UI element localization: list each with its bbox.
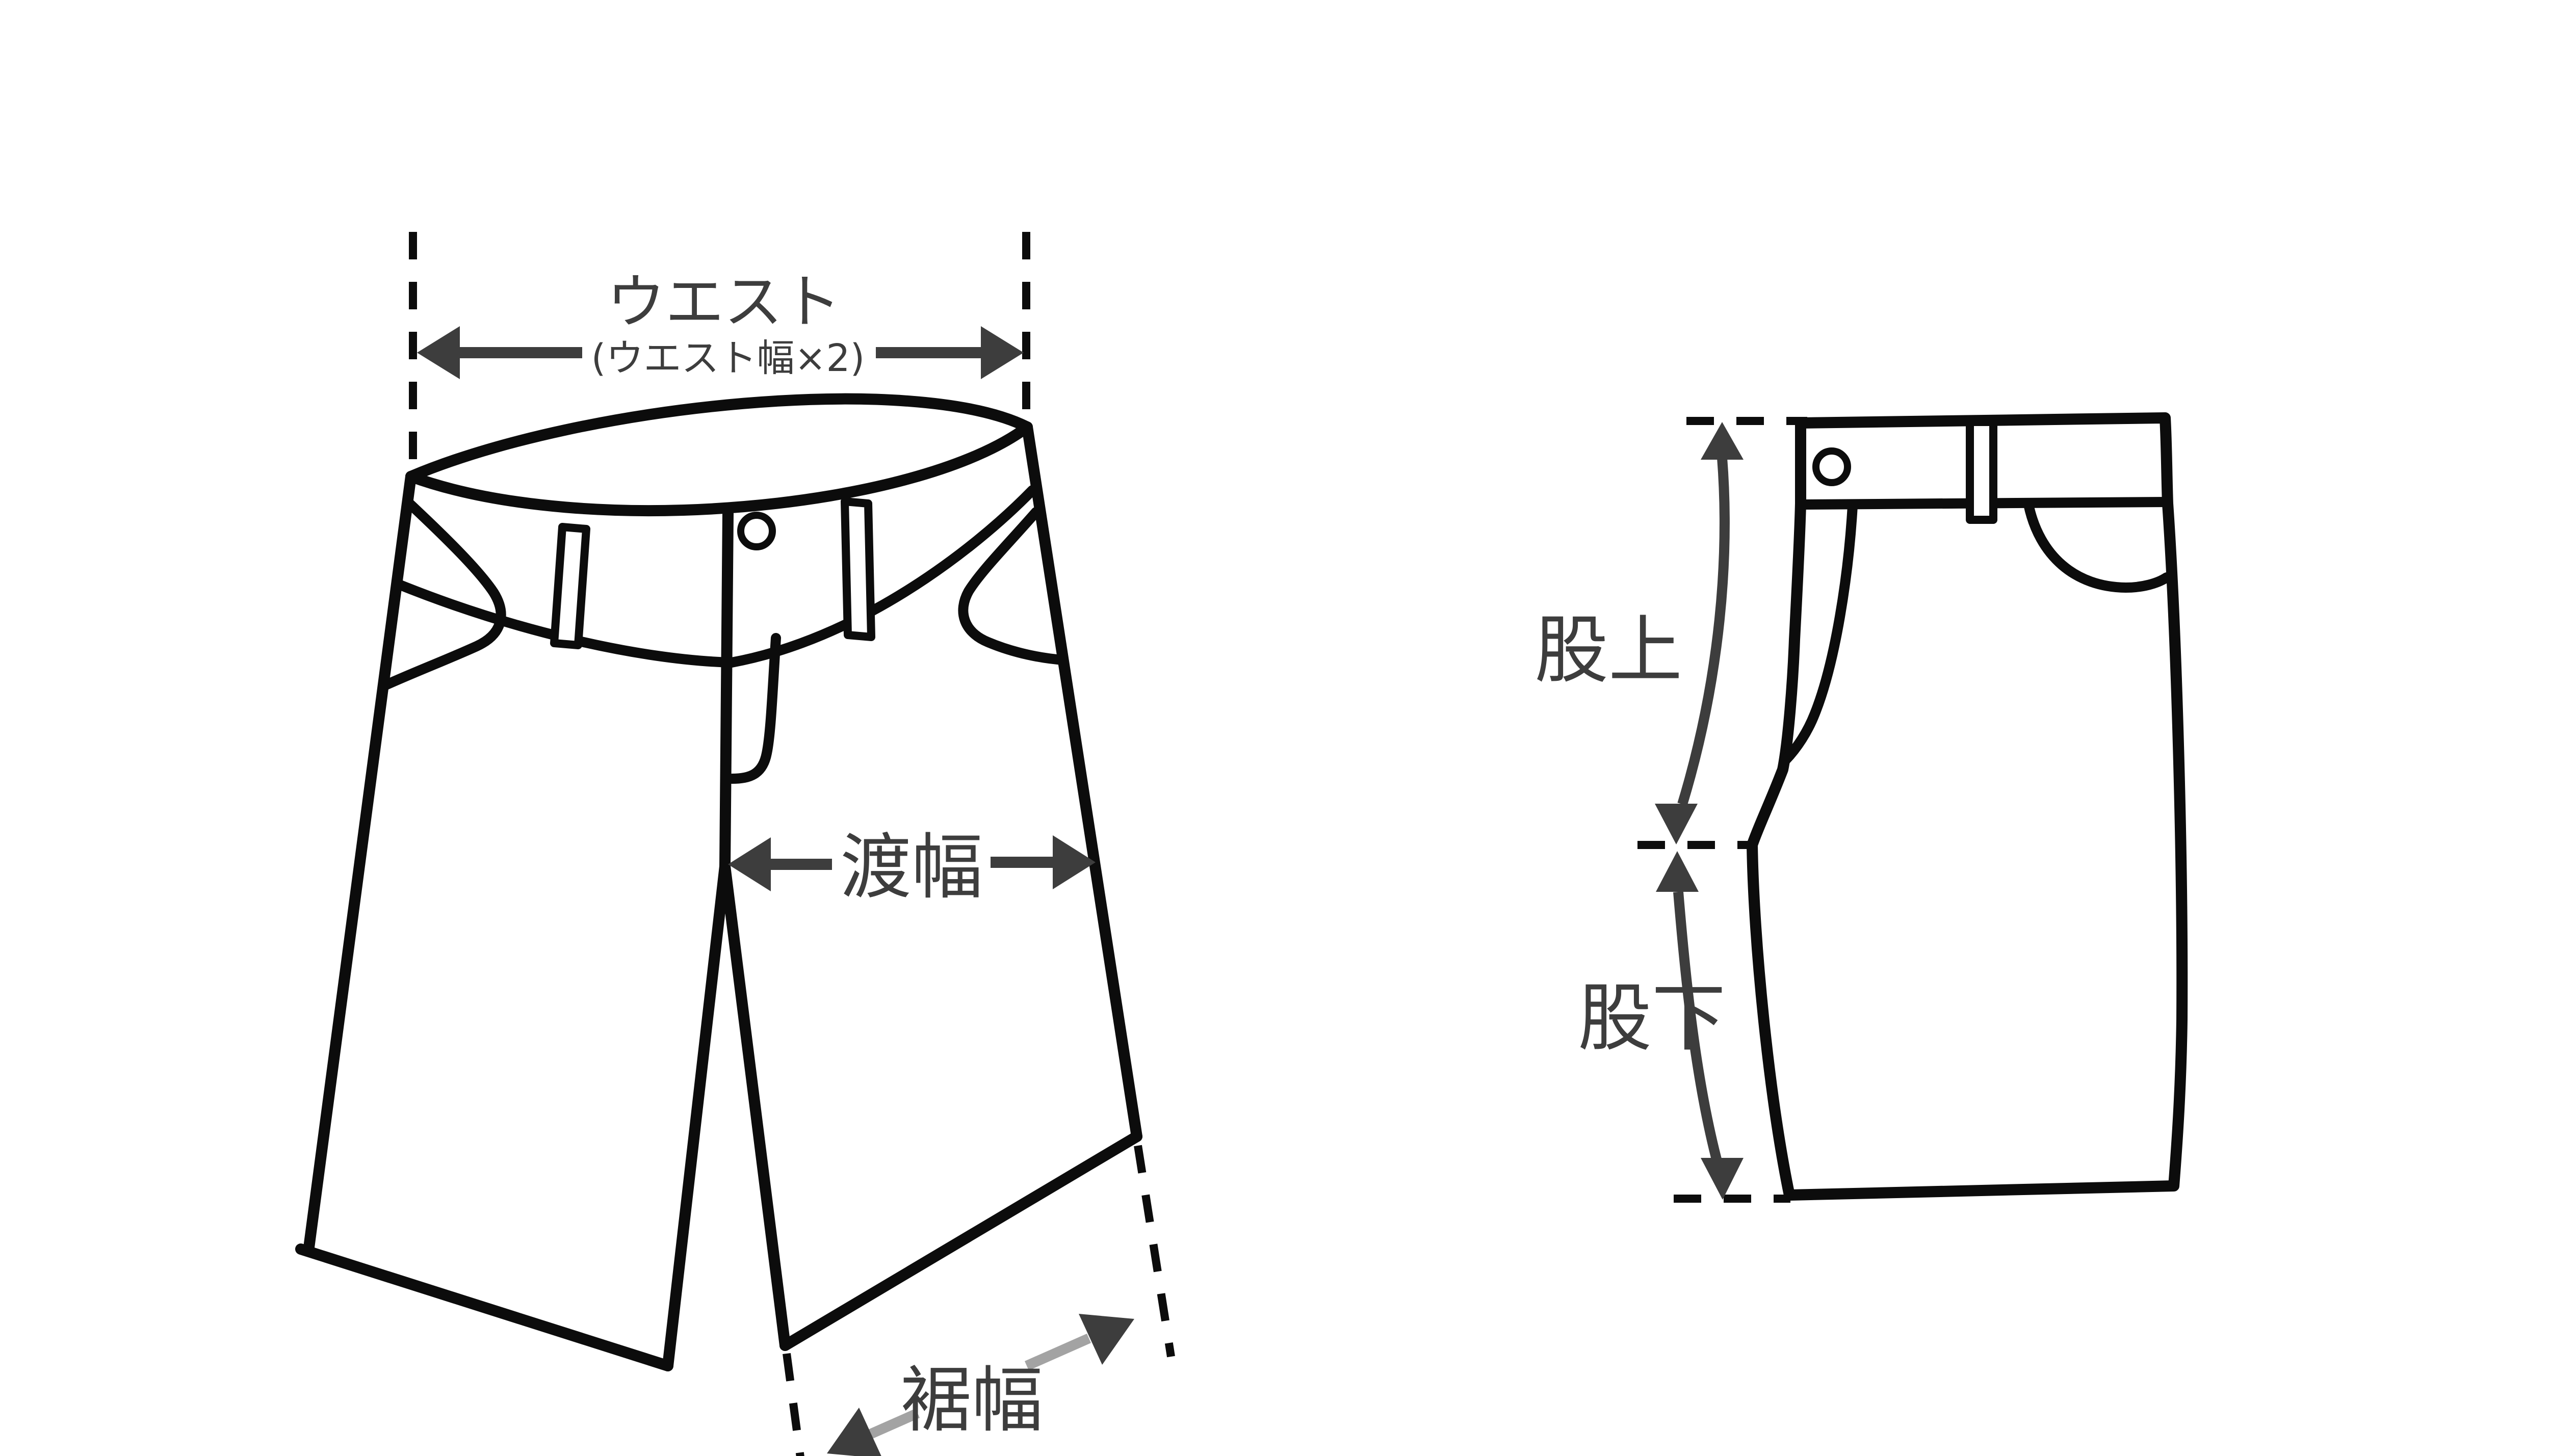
thigh-arrow-right-shaft [991,857,1053,868]
left-leg-inseam [662,861,731,1371]
thigh-arrow-left-head [728,837,771,891]
left-side-seam [303,471,417,1257]
hem-guide-dashed-outer [1134,1145,1175,1358]
hem-width-label: 裾幅 [900,1359,1043,1442]
waist-arrow-left-shaft [458,347,582,358]
center-front-seam [719,508,734,872]
right-front-pocket [958,507,1069,665]
fly-stitch [727,633,781,784]
right-leg-inseam [719,861,791,1351]
waist-button [737,512,776,550]
thigh-width-annotation: 渡幅 [728,826,1096,909]
side-view-shorts: 股上 股下 [1534,412,2188,1203]
waist-opening-top-arc [405,393,1033,482]
hem-width-annotation: 裾幅 [827,1314,1134,1456]
side-back-pocket-curve [2023,499,2172,593]
waist-label: ウエスト [607,268,841,336]
right-leg-hem [779,1131,1142,1351]
rise-label: 股上 [1534,607,1682,694]
waistband-seam [392,485,1037,668]
belt-loop-right [841,497,875,641]
thigh-arrow-left-shaft [769,859,832,870]
hem-arrow-right-head [1079,1314,1134,1365]
rise-annotation: 股上 [1534,422,1744,844]
rise-arrow-shaft [1677,457,1730,806]
waist-measure-annotation: ウエスト (ウエスト幅×2) [417,268,1024,380]
side-waist-button [1812,447,1851,486]
side-body-outline [1747,412,2188,1201]
hem-arrow-left-head [827,1408,881,1456]
hem-guide-dashed-inner [783,1353,804,1456]
waist-arrow-right-head [981,326,1024,379]
side-belt-loop [1966,418,1997,524]
inseam-arrow-bottom-head [1701,1158,1744,1200]
thigh-width-label: 渡幅 [840,826,983,909]
thigh-arrow-right-head [1053,835,1096,889]
belt-loop-left [550,523,590,649]
inseam-label: 股下 [1578,975,1726,1062]
inseam-arrow-top-head [1656,851,1699,892]
side-front-pocket [1780,500,1858,765]
front-view-shorts: ウエスト (ウエスト幅×2) 渡幅 裾幅 [295,232,1175,1456]
waist-arrow-right-shaft [876,347,981,358]
right-side-seam [1022,421,1142,1142]
inseam-annotation: 股下 [1578,851,1744,1200]
left-leg-hem [295,1243,673,1371]
waist-opening-bottom-arc [405,421,1033,516]
inseam-arrow-shaft [1673,891,1723,1167]
hem-arrow-right-shaft [1024,1333,1091,1371]
left-front-pocket [380,497,506,691]
waist-sublabel: (ウエスト幅×2) [591,336,865,380]
waist-arrow-left-head [417,326,460,379]
rise-arrow-bottom-head [1655,804,1698,844]
rise-arrow-top-head [1701,422,1744,460]
